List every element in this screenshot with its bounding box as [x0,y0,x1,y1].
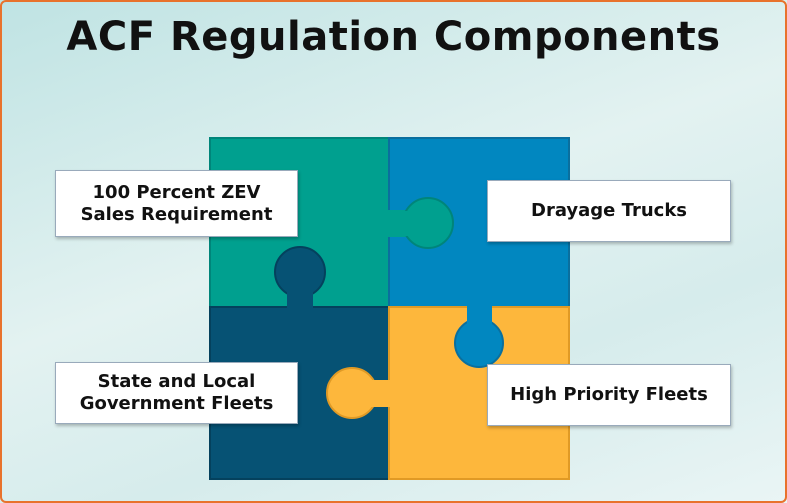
label-high-priority-fleets: High Priority Fleets [487,364,731,426]
label-drayage-trucks: Drayage Trucks [487,180,731,242]
puzzle-tab-zev [386,197,454,249]
label-line: State and Local [97,371,256,392]
label-text: High Priority Fleets [510,384,708,405]
puzzle-tab-government [274,246,326,310]
label-text: Drayage Trucks [531,200,687,221]
label-line: Sales Requirement [80,203,273,225]
label-line: 100 Percent ZEV [92,181,261,203]
puzzle-tab-drayage [454,304,504,368]
label-line: Government Fleets [79,393,274,414]
puzzle-tab-high-priority [326,367,392,419]
page-title: ACF Regulation Components [66,14,721,60]
